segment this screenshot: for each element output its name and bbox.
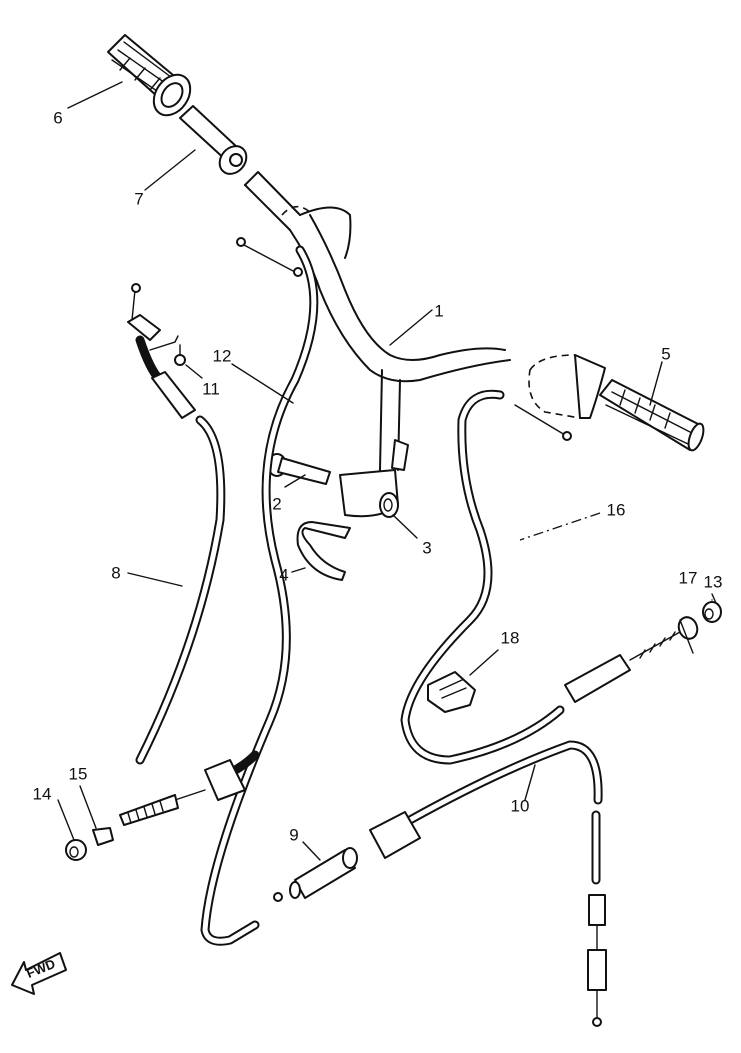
bolt: [267, 453, 331, 485]
callout-11: 11: [202, 379, 220, 399]
callout-7: 7: [134, 189, 144, 209]
cable-end-17: [677, 616, 699, 640]
callout-13: 13: [703, 572, 723, 592]
callout-15: 15: [68, 764, 88, 784]
cable-end-15: [92, 827, 114, 846]
callout-17: 17: [678, 568, 698, 588]
throttle-grip: [179, 105, 248, 175]
callout-10: 10: [510, 796, 530, 816]
callout-3: 3: [422, 538, 432, 558]
cable-8: [119, 283, 260, 826]
small-screw: [236, 237, 303, 277]
clamp-band: [296, 521, 351, 581]
cap-13: [702, 601, 722, 623]
cable-clip: [427, 671, 476, 713]
cap-14: [65, 839, 87, 861]
left-grip: [107, 34, 192, 117]
nut: [379, 492, 399, 518]
callout-4: 4: [279, 565, 289, 585]
screw-11: [149, 335, 186, 366]
callout-14: 14: [32, 784, 52, 804]
callout-6: 6: [53, 108, 63, 128]
callout-18: 18: [500, 628, 520, 648]
leader-lines: [57, 81, 717, 861]
callout-9: 9: [289, 825, 299, 845]
callout-12: 12: [212, 346, 232, 366]
callout-8: 8: [111, 563, 121, 583]
callout-2: 2: [272, 494, 282, 514]
callout-5: 5: [661, 344, 671, 364]
callout-1: 1: [434, 301, 444, 321]
cable-holder: [273, 847, 358, 902]
forward-direction-arrow: [11, 952, 67, 995]
cable-10: [369, 740, 607, 1027]
right-grip-assembly: [514, 354, 705, 452]
callout-16: 16: [606, 500, 626, 520]
cable-16: [400, 389, 681, 765]
